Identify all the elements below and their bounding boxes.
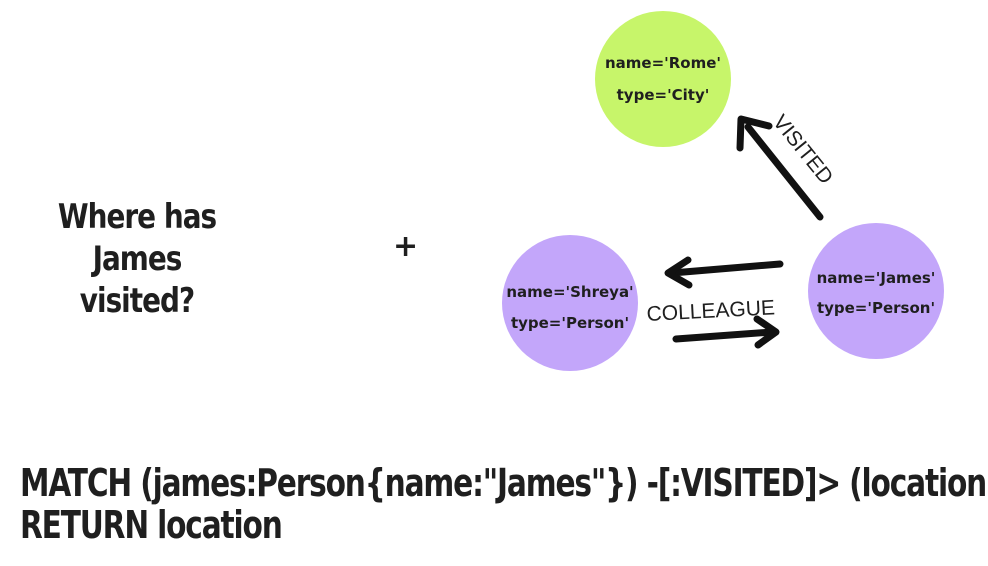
node-shreya-type: type='Person'	[511, 314, 629, 332]
query-line-1: MATCH (james:Person{name:"James"}) -[:VI…	[20, 461, 988, 505]
edge-label-visited: VISITED	[768, 111, 837, 189]
colleague-arrow-to-shreya	[664, 256, 784, 289]
node-rome-type: type='City'	[617, 86, 710, 104]
node-shreya	[502, 235, 638, 371]
node-shreya-name: name='Shreya'	[506, 283, 633, 301]
query-line-2: RETURN location	[20, 503, 283, 547]
question-line-2: visited?	[79, 281, 195, 321]
node-james	[808, 223, 944, 359]
question-line-1: Where has James	[57, 197, 217, 279]
node-rome	[595, 11, 731, 147]
plus-icon: +	[393, 229, 419, 264]
node-james-name: name='James'	[817, 269, 936, 287]
colleague-arrow-to-james	[672, 315, 780, 349]
question-text: Where has James visited?	[14, 196, 260, 322]
cypher-query: MATCH (james:Person{name:"James"}) -[:VI…	[20, 462, 988, 546]
visited-arrow	[736, 115, 824, 221]
node-james-type: type='Person'	[817, 299, 935, 317]
node-rome-name: name='Rome'	[605, 54, 721, 72]
